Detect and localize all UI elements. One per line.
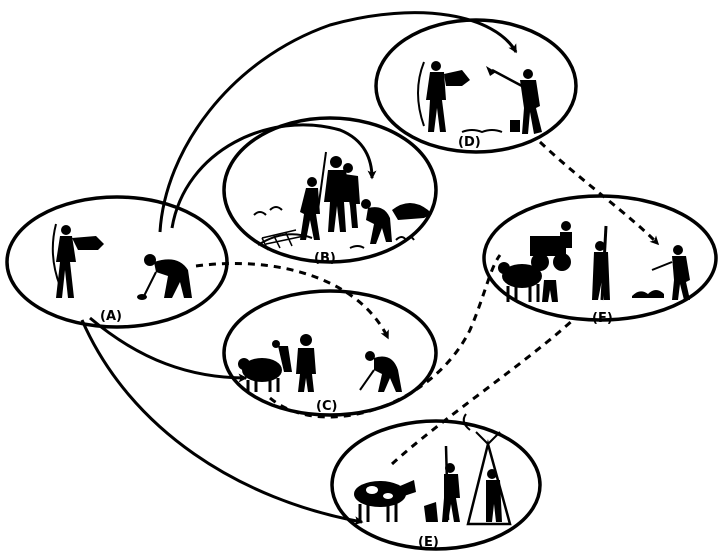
fisherman-figure-icon — [300, 177, 320, 240]
node-a-ellipse — [7, 197, 227, 327]
node-d-ellipse — [376, 20, 576, 152]
cow-icon — [354, 480, 416, 522]
digger-figure-icon — [360, 351, 402, 392]
spear-hunters-figure-icon — [318, 152, 360, 232]
node-b-label: (B) — [314, 251, 336, 266]
grain-pounder-figure-icon — [592, 226, 610, 300]
node-d-label: (D) — [458, 135, 481, 150]
herder-figure-icon — [296, 334, 316, 392]
edge-e-to-f — [392, 318, 575, 464]
herdsman-figure-icon — [424, 446, 460, 522]
bow-hunter-figure-icon — [418, 61, 470, 132]
hoeing-farmer-figure-icon — [462, 66, 542, 134]
cattle-cart-icon — [498, 221, 572, 302]
node-a: (A) — [7, 197, 227, 327]
node-d: (D) — [376, 20, 576, 152]
node-c-ellipse — [224, 291, 436, 415]
node-a-label: (A) — [100, 309, 122, 324]
gatherer-figure-icon — [137, 254, 192, 300]
node-c-label: (C) — [316, 399, 337, 414]
edge-d-to-f — [540, 142, 658, 244]
node-f-label: (F) — [592, 311, 613, 326]
node-b: (B) — [224, 118, 436, 266]
sheep-icon — [238, 340, 292, 392]
node-f: (F) — [484, 196, 716, 326]
edge-a-to-e — [82, 320, 362, 522]
field-farmer-figure-icon — [632, 245, 690, 300]
node-c: (C) — [224, 291, 436, 415]
hunter-figure-icon — [53, 224, 104, 298]
node-e: (E) — [332, 414, 540, 550]
turtle-gatherer-icon — [350, 199, 432, 248]
node-e-label: (E) — [418, 535, 439, 550]
